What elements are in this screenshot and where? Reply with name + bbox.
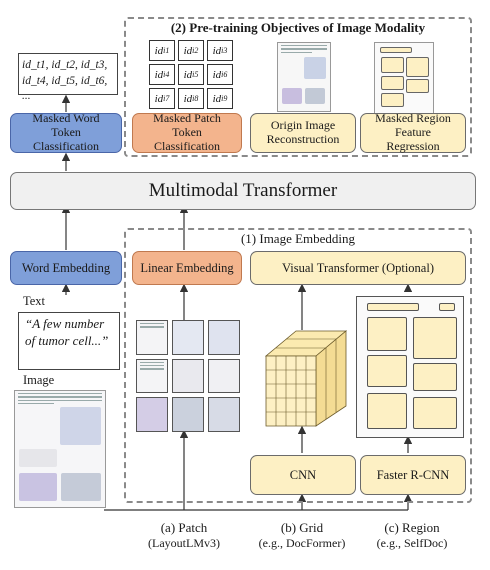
image-patches [136,320,240,432]
image-patch [136,358,168,394]
pretraining-objectives-group [124,17,472,157]
origin-image-reconstruction: Origin Image Reconstruction [250,113,356,153]
token-line-2: id_t4, id_t5, id_t6, ... [22,74,108,103]
input-document-image [14,390,106,508]
masked-patch-token-classification: Masked Patch Token Classification [132,111,242,153]
image-embedding-title: (1) Image Embedding [240,231,356,246]
image-embedding-group [124,228,472,503]
image-patch [208,320,240,355]
reconstructed-document-thumbnail [277,42,331,112]
caption-region: (c) Region (e.g., SelfDoc) [356,520,468,551]
image-patch [208,358,240,394]
word-embedding: Word Embedding [10,251,122,285]
region-layout-thumbnail [374,42,434,114]
text-sample: “A few number of tumor cell...” [18,312,120,370]
image-patch [172,320,204,355]
caption-grid-title: (b) Grid [280,520,324,535]
caption-region-sub: (e.g., SelfDoc) [376,536,448,550]
token-line-1: id_t1, id_t2, id_t3, [22,59,108,71]
image-patch [208,397,240,432]
masked-region-feature-regression: Masked Region Feature Regression [360,111,466,153]
multimodal-transformer: Multimodal Transformer [10,172,476,210]
faster-rcnn: Faster R-CNN [360,455,466,495]
text-label: Text [23,294,46,308]
visual-transformer-optional: Visual Transformer (Optional) [250,251,466,285]
image-patch [172,358,204,394]
image-label: Image [23,373,55,387]
image-patch [136,397,168,432]
region-layout-page [356,296,464,438]
caption-patch: (a) Patch (LayoutLMv3) [128,520,240,551]
masked-word-token-classification: Masked Word Token Classification [10,111,122,153]
pretraining-objectives-title: (2) Pre-training Objectives of Image Mod… [170,20,426,35]
cnn: CNN [250,455,356,495]
caption-grid-sub: (e.g., DocFormer) [258,536,346,550]
caption-patch-title: (a) Patch [160,520,208,535]
linear-embedding: Linear Embedding [132,251,242,285]
caption-region-title: (c) Region [384,520,440,535]
token-id-output: id_t1, id_t2, id_t3, id_t4, id_t5, id_t6… [18,53,118,102]
caption-grid: (b) Grid (e.g., DocFormer) [246,520,358,551]
image-patch [172,397,204,432]
image-patch [136,320,168,355]
feature-grid-cube [264,330,348,427]
caption-patch-sub: (LayoutLMv3) [148,536,220,550]
